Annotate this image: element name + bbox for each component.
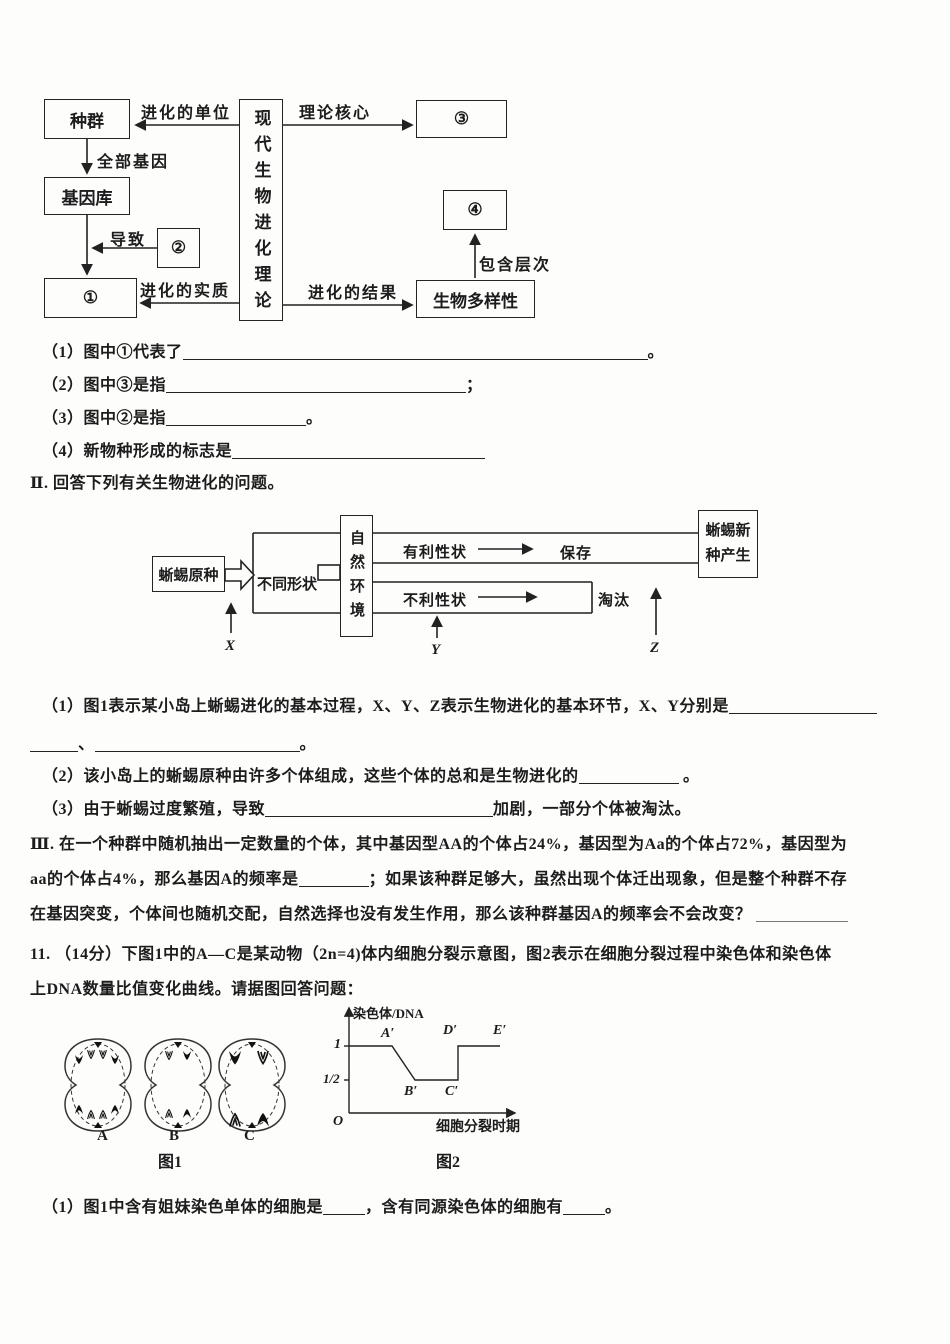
- q2-line1-text: （1）图1表示某小岛上蜥蜴进化的基本过程，X、Y、Z表示生物进化的基本环节，X、…: [42, 698, 729, 715]
- graph-point-b: B′: [404, 1084, 418, 1099]
- q10-line2: （2）图中③是指 ；: [42, 371, 483, 395]
- q10-line4: （4）新物种形成的标志是: [42, 437, 486, 461]
- q2-line1: （1）图1表示某小岛上蜥蜴进化的基本过程，X、Y、Z表示生物进化的基本环节，X、…: [42, 692, 877, 716]
- section3-line2-blank: [298, 871, 369, 887]
- graph-point-a: A′: [381, 1026, 395, 1041]
- box-population: 种群: [44, 99, 130, 139]
- q10-line2-blank: [166, 377, 467, 393]
- label-leads-to: 导致: [110, 232, 147, 249]
- fig1-caption: 图1: [158, 1154, 183, 1171]
- label-theory-core: 理论核心: [299, 105, 372, 122]
- q2-line3-blank: [265, 801, 494, 817]
- q10-line1-blank: [182, 344, 648, 360]
- q2-line1b-sep: 、: [78, 736, 95, 753]
- q11-line1: 11. （14分）下图1中的A—C是某动物（2n=4)体内细胞分裂示意图，图2表…: [30, 946, 832, 963]
- section2-title: Ⅱ. 回答下列有关生物进化的问题。: [30, 475, 284, 492]
- label-x: X: [225, 638, 236, 654]
- q2-line1-blank: [728, 698, 877, 714]
- graph-point-d: D′: [443, 1023, 458, 1038]
- box-natural-environment: 自然环境: [340, 515, 373, 637]
- q10-line2-punct: ；: [466, 377, 483, 394]
- box-circle1: ①: [44, 278, 137, 318]
- q2-line3-tail: 加剧，一部分个体被淘汰。: [493, 801, 692, 818]
- q11-sub1-text: （1）图1中含有姐妹染色单体的细胞是: [42, 1199, 324, 1216]
- label-preserved: 保存: [560, 546, 593, 562]
- cell-label-a: A: [97, 1128, 108, 1144]
- box-new-species: 蜥蜴新种产生: [698, 510, 758, 578]
- label-evolution-unit: 进化的单位: [141, 105, 232, 122]
- q2-line1b-punct: 。: [299, 736, 317, 753]
- section3-line3-blank: [756, 906, 849, 922]
- q2-line1b-blank2: [94, 736, 300, 752]
- box-theory-center: 现代生物进化理论: [239, 99, 283, 321]
- graph-xlabel: 细胞分裂时期: [436, 1120, 520, 1135]
- q11-sub1-punct: 。: [605, 1199, 622, 1216]
- q2-line2-text: （2）该小岛上的蜥蜴原种由许多个体组成，这些个体的总和是生物进化的: [42, 768, 579, 785]
- lizard-selection-diagram: 蜥蜴原种 自然环境 蜥蜴新种产生 不同形状 有利性状 保存 不利性状 淘汰 X …: [140, 505, 820, 665]
- q2-line1b: 、。: [30, 730, 316, 754]
- q10-line2-text: （2）图中③是指: [42, 377, 167, 394]
- q10-line1: （1）图中①代表了 。: [42, 338, 664, 362]
- q11-sub1-blank1: [323, 1199, 366, 1215]
- graph-point-e: E′: [493, 1023, 507, 1038]
- q10-line3: （3）图中②是指 。: [42, 404, 323, 428]
- box-circle4: ④: [443, 190, 507, 230]
- section3-line2: aa的个体占4%，那么基因A的频率是 ；如果该种群足够大，虽然出现个体迁出现象，但…: [30, 865, 847, 889]
- q10-line3-blank: [166, 410, 307, 426]
- graph-ylabel: 染色体/DNA: [353, 1006, 424, 1021]
- q11-sub1-blank2: [563, 1199, 606, 1215]
- q11-line2: 上DNA数量比值变化曲线。请据图回答问题：: [30, 981, 364, 998]
- q10-line3-punct: 。: [306, 410, 323, 427]
- graph-tick-1: 1: [334, 1037, 341, 1052]
- q2-line3: （3）由于蜥蜴过度繁殖，导致 加剧，一部分个体被淘汰。: [42, 795, 691, 819]
- label-evolution-result: 进化的结果: [308, 285, 399, 302]
- q10-line4-text: （4）新物种形成的标志是: [42, 443, 233, 460]
- section3-line2-tail: ；如果该种群足够大，虽然出现个体迁出现象，但是整个种群不存: [368, 871, 848, 888]
- label-unfavorable-traits: 不利性状: [403, 593, 468, 609]
- chromosome-dna-ratio-graph: [343, 1006, 517, 1119]
- graph-point-c: C′: [445, 1084, 459, 1099]
- box-circle3: ③: [416, 100, 507, 138]
- box-circle2: ②: [157, 228, 200, 268]
- box-gene-pool: 基因库: [44, 177, 130, 215]
- graph-tick-half: 1/2: [323, 1071, 340, 1086]
- box-biodiversity: 生物多样性: [416, 280, 535, 318]
- q11-sub1-mid: ，含有同源染色体的细胞有: [365, 1199, 564, 1216]
- section3-line1: Ⅲ. 在一个种群中随机抽出一定数量的个体，其中基因型AA的个体占24%，基因型为…: [30, 836, 848, 853]
- label-y: Y: [431, 642, 441, 658]
- section3-line3-text: 在基因突变，个体间也随机交配，自然选择也没有发生作用，那么该种群基因A的频率会不…: [30, 906, 752, 923]
- evolution-theory-diagram: 种群 基因库 ② ① 现代生物进化理论 ③ ④ 生物多样性 进化的单位 全部基因…: [0, 90, 950, 340]
- label-contain-levels: 包含层次: [479, 257, 552, 274]
- q10-line3-text: （3）图中②是指: [42, 410, 167, 427]
- evolution-theory-arrows: [81, 119, 481, 311]
- lizard-diagram-lines: [224, 532, 698, 638]
- box-lizard-origin: 蜥蜴原种: [152, 556, 225, 592]
- section3-line3: 在基因突变，个体间也随机交配，自然选择也没有发生作用，那么该种群基因A的频率会不…: [30, 900, 849, 924]
- cell-label-c: C: [244, 1128, 255, 1144]
- q2-line3-text: （3）由于蜥蜴过度繁殖，导致: [42, 801, 266, 818]
- fig2-caption: 图2: [436, 1154, 461, 1171]
- q10-line1-punct: 。: [647, 344, 665, 361]
- q2-line1b-blank1: [30, 736, 78, 752]
- label-evolution-essence: 进化的实质: [140, 283, 231, 300]
- label-eliminated: 淘汰: [598, 593, 631, 609]
- figure-block: A B C 图1 染色体/DNA 1 1/2 O 细胞分裂时期 A′ B′ C′…: [0, 1000, 950, 1180]
- label-favorable-traits: 有利性状: [403, 545, 468, 561]
- label-different-shapes: 不同形状: [257, 577, 318, 593]
- graph-origin: O: [333, 1114, 344, 1129]
- q10-line1-text: （1）图中①代表了: [42, 344, 183, 361]
- q2-line2-punct: 。: [683, 768, 700, 785]
- label-all-genes: 全部基因: [97, 154, 170, 171]
- label-z: Z: [650, 640, 660, 656]
- q11-sub1: （1）图1中含有姐妹染色单体的细胞是 ，含有同源染色体的细胞有 。: [42, 1193, 622, 1217]
- section3-line2-text: aa的个体占4%，那么基因A的频率是: [30, 871, 299, 888]
- q10-line4-blank: [232, 443, 486, 459]
- q2-line2: （2）该小岛上的蜥蜴原种由许多个体组成，这些个体的总和是生物进化的 。: [42, 762, 700, 786]
- q2-line2-blank: [578, 768, 679, 784]
- cell-label-b: B: [169, 1128, 180, 1144]
